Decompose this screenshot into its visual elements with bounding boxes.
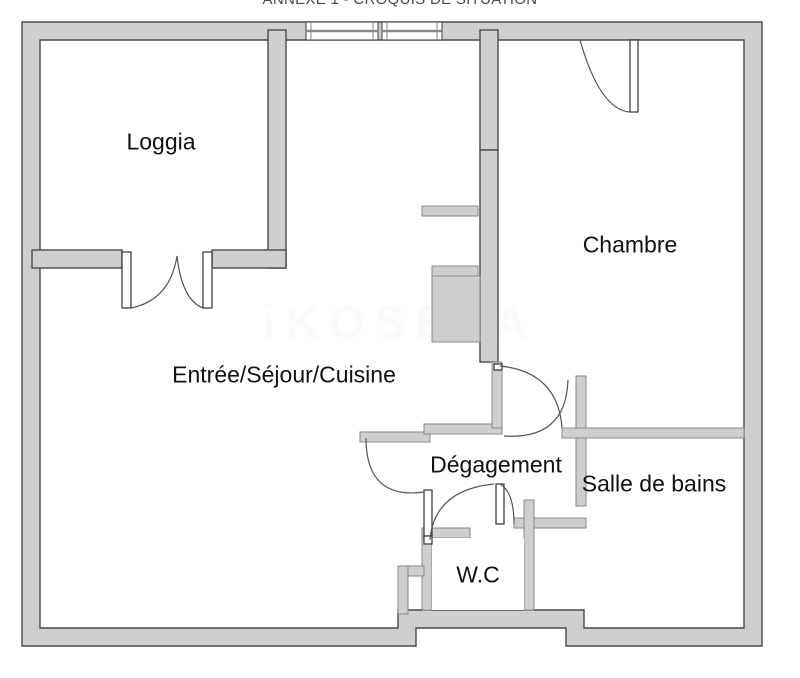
window-north-left	[305, 21, 379, 41]
wall-structure	[21, 21, 763, 647]
room-label-degagement: Dégagement	[430, 451, 562, 478]
page-title: ANNEXE 1 - CROQUIS DE SITUATION	[0, 0, 800, 8]
loggia-bottom-wall-right	[211, 249, 287, 269]
door-salle-de-bains	[495, 379, 569, 525]
degagement-top-wall	[359, 431, 431, 443]
chambre-partition-wall-mid	[479, 149, 499, 363]
degagement-top-wall-step	[423, 423, 503, 435]
window-north-right	[381, 21, 443, 41]
room-label-wc: W.C	[456, 561, 500, 588]
chambre-partition-wall-upper	[479, 29, 499, 151]
room-label-entree-sejour-cuisine: Entrée/Séjour/Cuisine	[172, 361, 396, 388]
wc-right-wall	[523, 499, 535, 611]
door-chambre	[579, 39, 639, 113]
bathroom-horizontal-wall	[561, 427, 745, 439]
closet-block	[431, 275, 481, 343]
closet-top-wall	[421, 205, 479, 217]
living-room-step-wall-vertical	[397, 565, 409, 615]
bathroom-vertical-wall	[575, 375, 587, 507]
doors	[121, 39, 639, 545]
door-degagement-west	[365, 437, 433, 537]
loggia-right-wall	[267, 29, 287, 269]
door-wc	[423, 483, 495, 545]
exterior-walls	[21, 21, 763, 647]
loggia-bottom-wall-left	[31, 249, 123, 269]
degagement-left-wall	[491, 361, 503, 429]
door-loggia-double	[121, 251, 213, 309]
door-living-to-degagement	[493, 363, 563, 429]
closet-bottom-wall	[431, 265, 479, 277]
room-label-chambre: Chambre	[582, 231, 678, 258]
wc-interior	[432, 538, 524, 610]
room-label-salle-de-bains: Salle de bains	[581, 470, 727, 497]
room-label-loggia: Loggia	[126, 128, 196, 155]
